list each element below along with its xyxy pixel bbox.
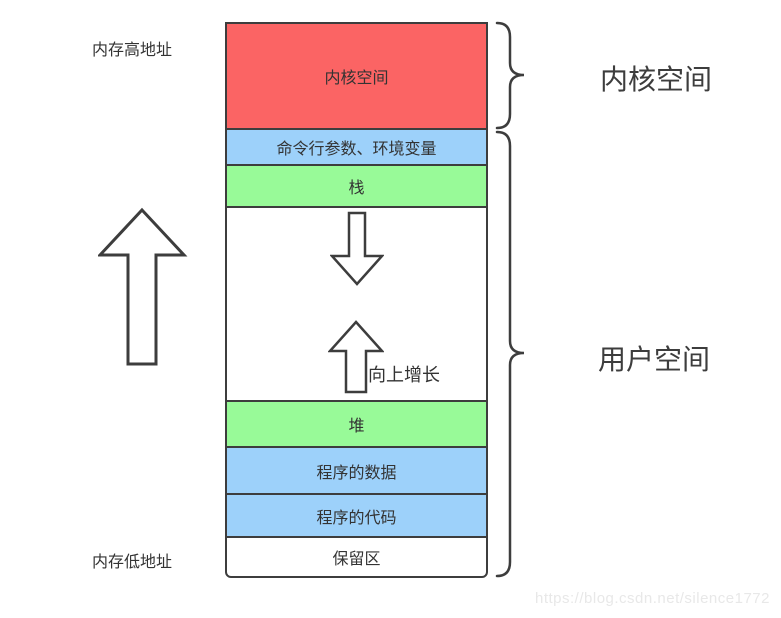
- address-direction-up-arrow-icon: [98, 207, 188, 366]
- stack-grows-down-arrow-icon: [330, 211, 384, 286]
- region-stack-label: 栈: [348, 180, 365, 197]
- region-heap: 堆: [225, 400, 488, 448]
- region-program-code-label: 程序的代码: [316, 509, 397, 527]
- region-heap-label: 堆: [348, 418, 365, 435]
- user-space-brace-icon: [495, 130, 525, 578]
- low-address-label: 内存低地址: [92, 554, 173, 571]
- region-reserved-label: 保留区: [332, 551, 381, 568]
- watermark-url: https://blog.csdn.net/silence1772: [535, 590, 770, 607]
- grouping-braces: [495, 21, 525, 578]
- region-kernel-space-label: 内核空间: [324, 70, 389, 87]
- grow-up-label: 向上增长: [368, 365, 440, 385]
- kernel-space-annotation: 内核空间: [600, 64, 713, 95]
- region-stack: 栈: [225, 164, 488, 208]
- region-program-data: 程序的数据: [225, 446, 488, 495]
- region-reserved: 保留区: [225, 536, 488, 578]
- region-program-data-label: 程序的数据: [316, 464, 397, 482]
- high-address-label: 内存高地址: [92, 42, 173, 59]
- region-cmdline-env: 命令行参数、环境变量: [225, 128, 488, 166]
- heap-grows-up-arrow-icon: [328, 320, 384, 394]
- region-cmdline-env-label: 命令行参数、环境变量: [276, 141, 437, 158]
- kernel-space-brace-icon: [495, 21, 525, 130]
- region-program-code: 程序的代码: [225, 493, 488, 538]
- user-space-annotation: 用户空间: [598, 344, 711, 375]
- region-kernel-space: 内核空间: [225, 22, 488, 130]
